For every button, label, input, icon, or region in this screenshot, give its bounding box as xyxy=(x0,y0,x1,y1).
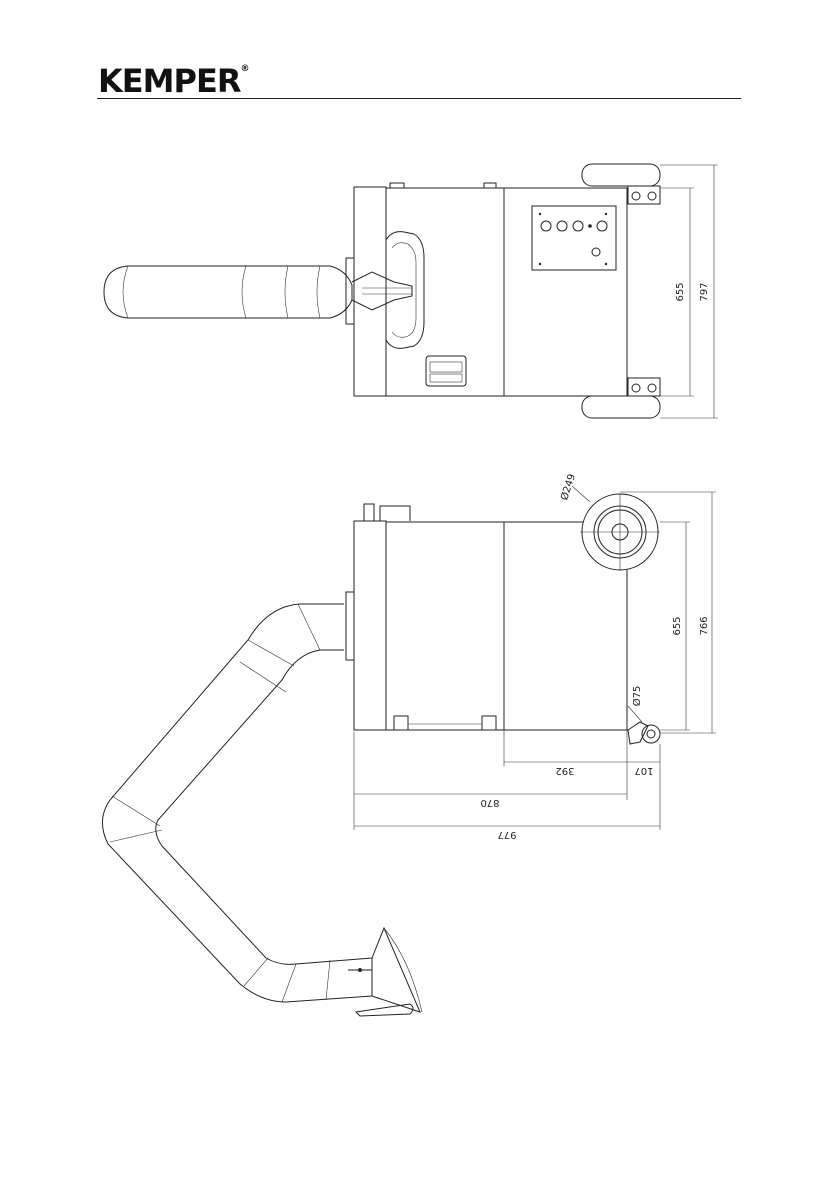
side-dim-housing-length: 870 xyxy=(480,797,499,808)
side-dim-castor-offset: 107 xyxy=(634,765,653,776)
top-dim-inner-width: 655 xyxy=(675,282,686,301)
top-flange xyxy=(346,258,354,324)
side-extraction-arm xyxy=(102,592,422,1016)
side-dim-outer-height: 766 xyxy=(699,616,710,635)
top-nozzle-holder xyxy=(352,232,424,349)
side-dim-inner-height: 655 xyxy=(672,616,683,635)
top-view: 655 797 xyxy=(104,164,718,418)
side-dimension-lines xyxy=(354,492,716,830)
top-control-housing xyxy=(504,188,627,396)
top-display-unit xyxy=(426,356,466,386)
side-dim-wheel-diameter: Ø249 xyxy=(558,472,578,501)
side-rear-wheel xyxy=(572,486,660,570)
top-arm-tube xyxy=(104,266,352,318)
top-dim-outer-width: 797 xyxy=(699,282,710,301)
side-dim-total-length: 977 xyxy=(497,829,516,840)
top-wheel-upper xyxy=(582,164,660,204)
side-front-panel xyxy=(354,521,386,730)
top-latch-left xyxy=(390,183,404,188)
side-filter-housing xyxy=(386,522,504,730)
side-view: Ø249 Ø75 655 766 392 107 870 977 xyxy=(102,472,716,1016)
top-front-panel xyxy=(354,187,386,396)
side-dim-body-length: 392 xyxy=(555,765,574,776)
top-control-panel xyxy=(532,206,616,270)
top-filter-housing xyxy=(386,188,504,396)
side-dim-castor-diameter: Ø75 xyxy=(631,686,643,707)
side-top-holder xyxy=(364,504,410,521)
top-wheel-lower xyxy=(582,378,660,418)
side-castor xyxy=(628,706,660,744)
top-latch-right xyxy=(484,183,496,188)
side-latch-right xyxy=(482,716,496,730)
side-latch-left xyxy=(394,716,408,730)
